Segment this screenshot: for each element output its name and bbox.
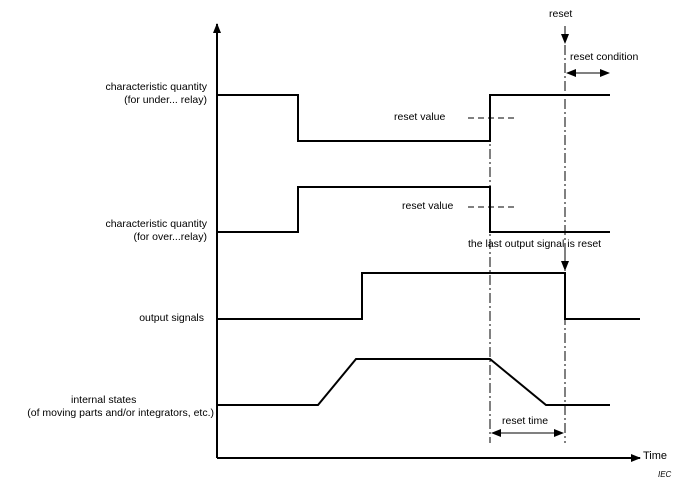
reset-annotation: reset [549,8,573,20]
under-relay-label-line2: (for under... relay) [124,94,207,106]
internal-state-signal [217,358,610,406]
over-relay-label-line1: characteristic quantity [105,218,207,230]
over-relay-label-line2: (for over...relay) [133,231,207,243]
output-signals-label: output signals [139,312,204,324]
reset-value-under-annotation: reset value [394,111,446,123]
internal-states-label-line2: (of moving parts and/or integrators, etc… [27,407,214,419]
reset-condition-annotation: reset condition [570,51,639,63]
time-axis-label: Time [643,450,668,462]
over-relay-signal [217,186,610,233]
last-output-reset-annotation: the last output signal is reset [468,238,602,250]
output-signal [217,272,640,320]
under-relay-signal [217,94,610,142]
under-relay-label-line1: characteristic quantity [105,81,207,93]
iec-watermark: IEC [658,470,672,479]
internal-states-label: internal states (of moving parts and/or … [10,394,214,420]
under-relay-label: characteristic quantity (for under... re… [30,81,207,107]
over-relay-label: characteristic quantity (for over...rela… [30,218,207,244]
internal-states-label-line1: internal states [71,394,137,406]
reset-time-annotation: reset time [502,415,549,427]
reset-value-over-annotation: reset value [402,200,454,212]
